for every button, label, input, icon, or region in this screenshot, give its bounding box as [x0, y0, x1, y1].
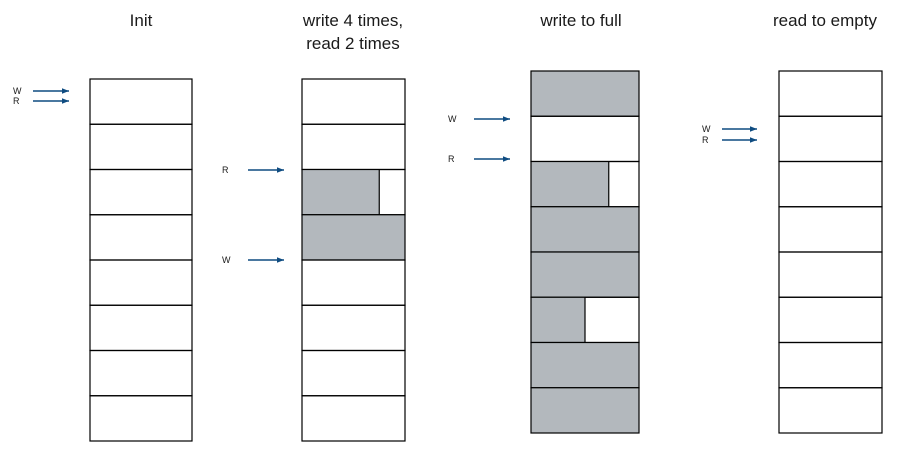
- pointer-group: W R: [448, 114, 510, 164]
- pointer-label: R: [222, 165, 229, 175]
- cell-fill: [531, 297, 585, 343]
- buffer-cell: [778, 341, 883, 389]
- buffer-cell: [89, 168, 193, 216]
- buffer-cells: [530, 70, 640, 434]
- cell-fill: [302, 214, 405, 260]
- pointer-label: W: [222, 255, 231, 265]
- pointer-group: R W: [222, 165, 284, 265]
- buffer-cell: [301, 259, 406, 306]
- buffer-cell: [89, 259, 193, 306]
- buffer-cell: [778, 206, 883, 253]
- buffer-cell: [778, 387, 883, 434]
- write-pointer: W: [222, 255, 284, 265]
- buffer-cell: [89, 395, 193, 442]
- pointer-label: W: [13, 86, 22, 96]
- cell-fill: [531, 206, 639, 252]
- buffer-cell: [778, 251, 883, 298]
- cell-fill: [531, 71, 639, 117]
- buffer-cell: [530, 387, 640, 434]
- buffer-cell: [89, 78, 193, 125]
- panel-title-line-1: write to full: [539, 11, 621, 30]
- cell-fill: [531, 252, 639, 298]
- buffer-cells: [778, 70, 883, 434]
- panel-init: Init W R: [13, 11, 193, 442]
- panel-read-empty: read to empty W R: [702, 11, 883, 434]
- pointer-label: W: [702, 124, 711, 134]
- buffer-cell: [89, 349, 193, 397]
- buffer-cells: [301, 78, 406, 442]
- panel-title-line-2: read 2 times: [306, 34, 400, 53]
- read-pointer: R: [13, 96, 69, 106]
- write-pointer: W: [702, 124, 757, 134]
- cell-fill: [531, 161, 609, 207]
- buffer-cell: [89, 214, 193, 261]
- buffer-cell: [778, 160, 883, 208]
- buffer-cell: [301, 395, 406, 442]
- buffer-cells: [89, 78, 193, 442]
- cell-fill: [531, 342, 639, 388]
- pointer-group: W R: [13, 86, 69, 106]
- cell-fill: [531, 387, 639, 433]
- read-pointer: R: [448, 154, 510, 164]
- write-pointer: W: [448, 114, 510, 124]
- buffer-cell: [89, 304, 193, 352]
- panel-write4-read2: write 4 times, read 2 times R W: [222, 11, 406, 442]
- buffer-cell: [778, 296, 883, 344]
- cell-fill: [302, 169, 380, 215]
- pointer-group: W R: [702, 124, 757, 145]
- write-pointer: W: [13, 86, 69, 96]
- panel-title-line-1: read to empty: [773, 11, 877, 30]
- pointer-label: W: [448, 114, 457, 124]
- panel-write-full: write to full W R: [448, 11, 640, 434]
- buffer-cell: [778, 70, 883, 117]
- buffer-cell: [301, 123, 406, 171]
- pointer-label: R: [448, 154, 455, 164]
- panel-title-line-1: write 4 times,: [302, 11, 403, 30]
- read-pointer: R: [222, 165, 284, 175]
- buffer-cell: [89, 123, 193, 171]
- buffer-cell: [301, 349, 406, 397]
- panel-title-line-1: Init: [130, 11, 153, 30]
- pointer-label: R: [702, 135, 709, 145]
- buffer-cell: [530, 115, 640, 163]
- pointer-label: R: [13, 96, 20, 106]
- buffer-cell: [778, 115, 883, 163]
- read-pointer: R: [702, 135, 757, 145]
- buffer-cell: [301, 304, 406, 352]
- buffer-cell: [301, 78, 406, 125]
